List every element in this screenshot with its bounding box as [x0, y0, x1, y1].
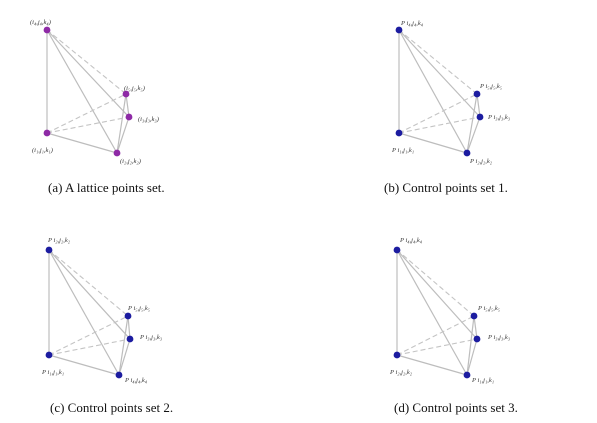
edge-solid — [466, 116, 481, 154]
edge-dashed — [48, 249, 129, 317]
vertex-label-top: (i₄,j₄,k₄) — [30, 19, 51, 26]
edge-solid — [116, 116, 130, 154]
vertex-r1 — [473, 90, 481, 98]
edge-solid — [466, 315, 475, 376]
vertex-br — [463, 371, 471, 379]
edge-solid — [127, 315, 131, 340]
vertex-br — [463, 149, 471, 157]
vertex-r2 — [476, 113, 484, 121]
vertex-top — [393, 246, 401, 254]
edge-solid — [125, 93, 130, 118]
panel-d: P i₄,j₄,k₄ P i₅,j₅,k₅ P i₃,j₃,k₃ P i₂,j₂,k₂… — [300, 212, 597, 423]
vertex-label-bl: P i₁,j₁,k₁ — [391, 147, 414, 154]
caption: (b) Control points set 1. — [384, 180, 508, 195]
vertex-r1 — [124, 312, 132, 320]
vertex-bl — [43, 129, 51, 137]
edge-solid — [46, 29, 130, 118]
edge-solid — [398, 29, 468, 154]
vertex-r1 — [122, 90, 130, 98]
edge-dashed — [46, 93, 127, 134]
panel-b: P i₄,j₄,k₄ P i₅,j₅,k₅ P i₃,j₃,k₃ P i₁,j₁,k₁… — [300, 0, 597, 210]
vertex-label-r2: P i₃,j₃,k₃ — [487, 334, 510, 341]
panel-c: P i₂,j₂,k₂ P i₅,j₅,k₅ P i₃,j₃,k₃ P i₁,j₁,k₁… — [0, 212, 300, 423]
vertex-top — [45, 246, 53, 254]
vertex-r2 — [473, 335, 481, 343]
edge-dashed — [48, 338, 131, 356]
vertex-label-br: P i₄,j₄,k₄ — [124, 377, 148, 384]
vertex-label-br: P i₂,j₂,k₂ — [469, 158, 493, 165]
vertex-label-r1: P i₅,j₅,k₅ — [477, 305, 500, 312]
vertex-label-r2: (i₃,j₃,k₃) — [138, 116, 159, 123]
edge-dashed — [398, 93, 478, 134]
edge-solid — [48, 354, 120, 376]
vertex-label-top: P i₄,j₄,k₄ — [400, 20, 424, 27]
edge-dashed — [398, 116, 481, 134]
edge-solid — [118, 315, 129, 376]
vertex-br — [113, 149, 121, 157]
edge-solid — [398, 29, 481, 118]
edge-solid — [48, 249, 120, 376]
edge-solid — [46, 29, 118, 154]
edge-solid — [118, 338, 131, 376]
vertex-label-r1: P i₅,j₅,k₅ — [479, 83, 502, 90]
edge-dashed — [396, 338, 478, 356]
vertex-label-r1: (i₅,j₅,k₅) — [124, 85, 145, 92]
vertex-label-r1: P i₅,j₅,k₅ — [127, 305, 150, 312]
vertex-top — [395, 26, 403, 34]
edge-solid — [466, 93, 478, 154]
panel-a: (i₄,j₄,k₄) (i₅,j₅,k₅) (i₃,j₃,k₃) (i₁,j₁,k₁)… — [0, 0, 300, 210]
vertex-label-bl: (i₁,j₁,k₁) — [32, 147, 53, 154]
tetra-diagram: P i₄,j₄,k₄ P i₅,j₅,k₅ P i₃,j₃,k₃ P i₂,j₂,k₂… — [389, 237, 510, 384]
edge-solid — [396, 354, 468, 376]
edge-dashed — [396, 315, 475, 356]
vertex-bl — [395, 129, 403, 137]
vertex-br — [115, 371, 123, 379]
tetra-diagram: P i₂,j₂,k₂ P i₅,j₅,k₅ P i₃,j₃,k₃ P i₁,j₁,k₁… — [41, 237, 162, 384]
vertex-bl — [45, 351, 53, 359]
tetra-diagram: (i₄,j₄,k₄) (i₅,j₅,k₅) (i₃,j₃,k₃) (i₁,j₁,k₁)… — [30, 19, 159, 165]
edge-solid — [473, 315, 478, 340]
vertex-label-br: P i₁,j₁,k₁ — [471, 377, 494, 384]
edge-solid — [398, 132, 468, 154]
edge-solid — [476, 93, 481, 118]
vertex-r2 — [125, 113, 133, 121]
caption: (c) Control points set 2. — [50, 400, 174, 415]
vertex-label-bl: P i₂,j₂,k₂ — [389, 369, 413, 376]
edge-dashed — [46, 116, 130, 134]
caption: (d) Control points set 3. — [394, 400, 518, 415]
edge-dashed — [398, 29, 478, 95]
edge-solid — [396, 249, 468, 376]
caption: (a) A lattice points set. — [48, 180, 165, 195]
vertex-label-br: (i₂,j₂,k₂) — [120, 158, 141, 165]
vertex-label-bl: P i₁,j₁,k₁ — [41, 369, 64, 376]
vertex-label-top: P i₄,j₄,k₄ — [399, 237, 423, 244]
vertex-r2 — [126, 335, 134, 343]
tetra-diagram: P i₄,j₄,k₄ P i₅,j₅,k₅ P i₃,j₃,k₃ P i₁,j₁,k₁… — [391, 20, 510, 165]
edge-dashed — [46, 29, 127, 95]
vertex-top — [43, 26, 51, 34]
edge-solid — [46, 132, 118, 154]
vertex-label-top: P i₂,j₂,k₂ — [47, 237, 71, 244]
edge-solid — [116, 93, 127, 154]
edge-dashed — [48, 315, 129, 356]
vertex-r1 — [470, 312, 478, 320]
vertex-label-r2: P i₃,j₃,k₃ — [487, 114, 510, 121]
edge-solid — [396, 249, 478, 340]
vertex-bl — [393, 351, 401, 359]
edge-solid — [48, 249, 131, 340]
edge-solid — [466, 338, 478, 376]
vertex-label-r2: P i₃,j₃,k₃ — [139, 334, 162, 341]
edge-dashed — [396, 249, 475, 317]
